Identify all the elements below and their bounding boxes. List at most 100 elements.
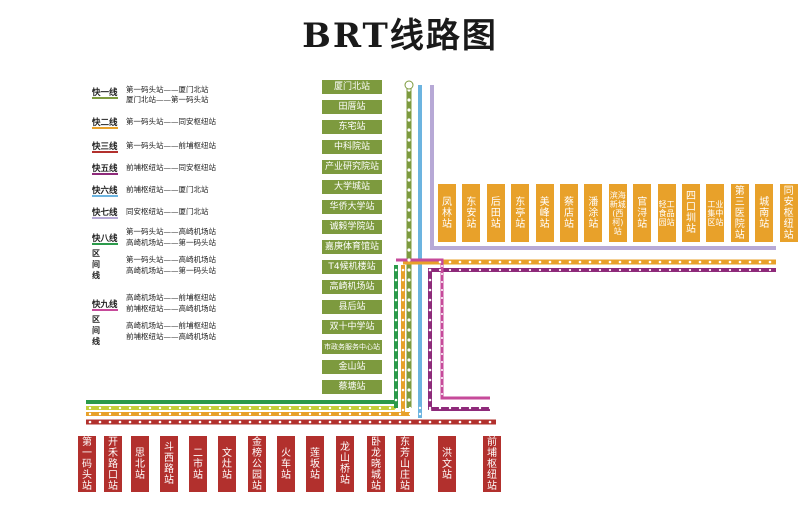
station-dot [407,288,411,292]
station-dot [394,308,398,312]
station-dot [278,406,282,410]
station-dot [407,98,411,102]
station-dot [394,328,398,332]
station-dot [228,412,232,416]
legend-line-name: 快九线 [92,300,118,310]
station-dot [407,258,411,262]
station-dot [401,398,405,402]
station-dot [238,420,242,424]
station-dot [688,260,692,264]
station-dot [468,260,472,264]
station-label: 第一码头站 [78,436,96,492]
legend-color-bar [92,127,118,129]
legend-color-bar [92,243,118,245]
station-dot [88,406,92,410]
station-dot [407,328,411,332]
station-dot [478,268,482,272]
station-dot [407,168,411,172]
legend-line-name: 快二线 [92,118,118,128]
station-dot [88,420,92,424]
station-label: 中科院站 [322,140,382,154]
station-dot [401,328,405,332]
station-dot [518,268,522,272]
legend-description: 高崎机场站——第一码头站 [126,266,216,275]
station-dot [418,412,422,416]
station-dot [718,260,722,264]
station-dot [668,260,672,264]
station-dot [407,278,411,282]
station-dot [588,260,592,264]
station-dot [198,406,202,410]
station-dot [428,398,432,402]
station-label: 东芳山庄站 [396,436,414,492]
station-dot [448,260,452,264]
station-dot [538,260,542,264]
station-dot [394,348,398,352]
station-dot [728,268,732,272]
station-dot [328,420,332,424]
station-dot [318,406,322,410]
station-label: 产业研究院站 [322,160,382,174]
station-dot [394,368,398,372]
station-dot [668,268,672,272]
station-dot [158,406,162,410]
station-dot [401,368,405,372]
station-dot [128,412,132,416]
station-dot [488,260,492,264]
legend-line-name: 快五线 [92,164,118,174]
station-dot [138,412,142,416]
station-label: 斗西路站 [160,436,178,492]
station-dot [441,297,443,299]
station-dot [128,420,132,424]
station-dot [768,268,772,272]
station-dot [158,412,162,416]
station-label: 二市站 [189,436,207,492]
station-dot [358,406,362,410]
station-dot [388,406,392,410]
station-dot [398,406,402,410]
station-dot [438,412,442,416]
station-dot [738,268,742,272]
station-dot [428,408,432,412]
legend-line-name: 快六线 [92,186,118,196]
station-dot [407,238,411,242]
station-label: 文灶站 [218,436,236,492]
station-label: 莲坂站 [306,436,324,492]
station-dot [108,420,112,424]
station-dot [401,348,405,352]
station-label: 工业集中区站 [706,184,725,242]
legend-color-bar [92,309,118,311]
station-dot [638,268,642,272]
station-dot [394,278,398,282]
station-dot [438,406,442,410]
station-dot [708,268,712,272]
station-label: 第三医院站 [730,184,749,242]
station-dot [168,406,172,410]
station-dot [407,158,411,162]
station-dot [407,378,411,382]
station-dot [718,268,722,272]
station-dot [518,260,522,264]
station-dot [628,268,632,272]
legend-description: 高崎机场站——第一码头站 [126,238,216,247]
station-dot [248,420,252,424]
station-dot [401,408,405,412]
station-dot [168,420,172,424]
station-label: 同安枢纽站 [779,184,798,242]
station-dot [608,268,612,272]
station-dot [208,412,212,416]
station-dot [358,420,362,424]
station-dot [178,412,182,416]
station-dot [678,260,682,264]
station-dot [648,260,652,264]
station-dot [407,128,411,132]
station-dot [738,260,742,264]
station-dot [138,406,142,410]
station-dot [398,420,402,424]
station-dot [441,321,443,323]
station-dot [218,406,222,410]
station-dot [688,268,692,272]
station-dot [708,260,712,264]
station-dot [407,228,411,232]
station-dot [628,260,632,264]
